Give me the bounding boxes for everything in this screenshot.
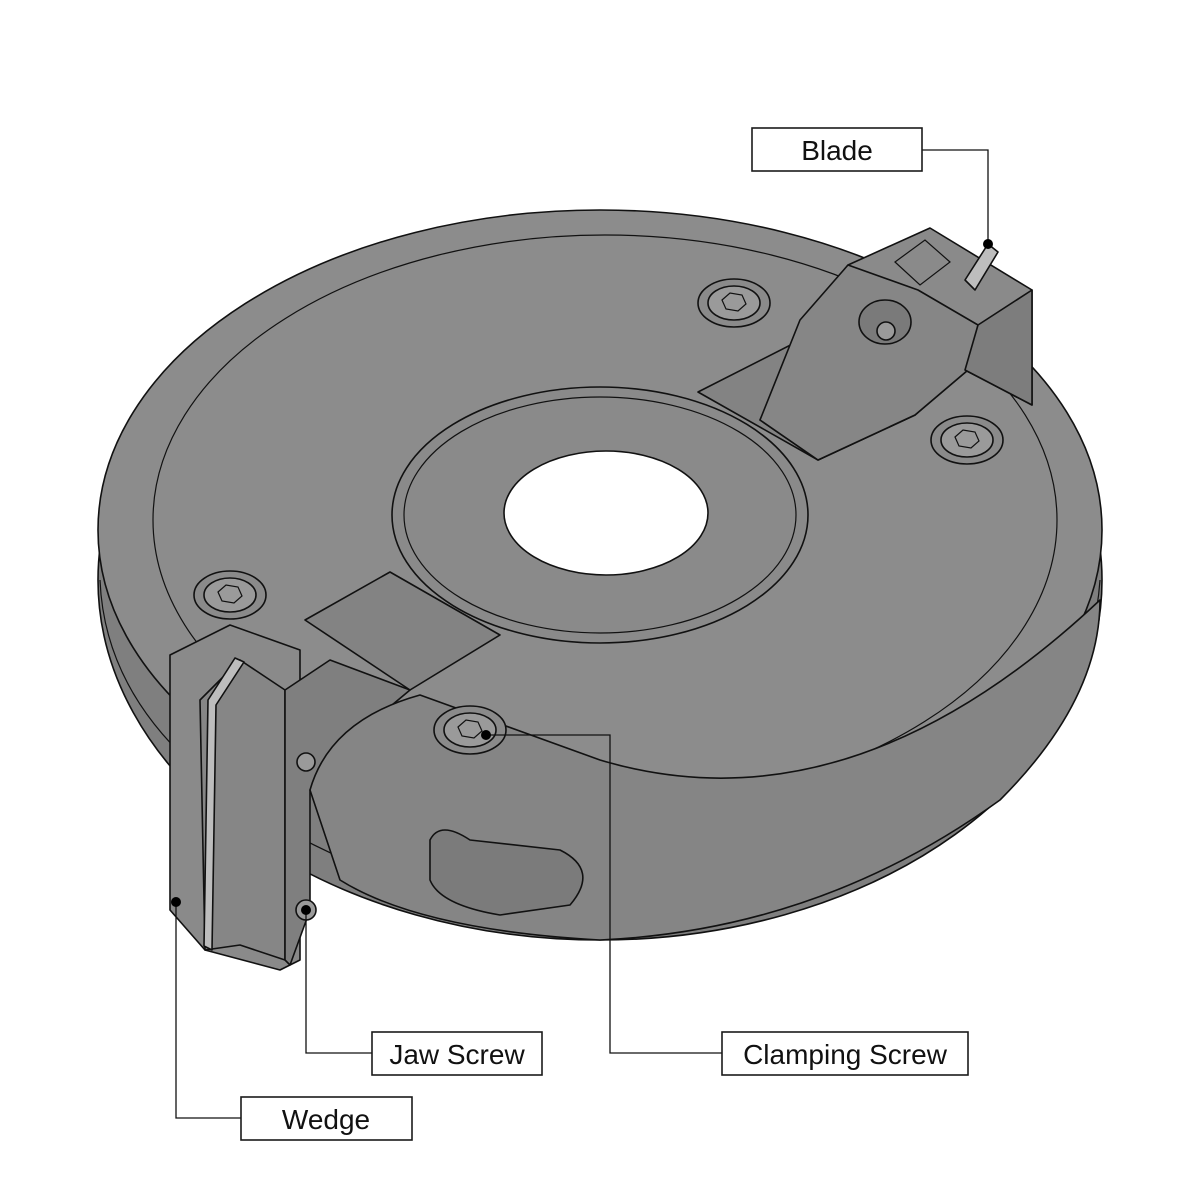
upper-knife-assembly xyxy=(697,227,1033,461)
leader-dot-clamping-screw xyxy=(481,730,491,740)
socket-screw-right xyxy=(930,415,1004,465)
callout-label-clamping-screw: Clamping Screw xyxy=(743,1039,948,1070)
leader-dot-wedge xyxy=(171,897,181,907)
center-bore xyxy=(503,450,709,576)
lower-pocket-cut xyxy=(304,571,501,691)
upper-jaw-front xyxy=(759,264,979,461)
socket-screw-front xyxy=(433,705,507,755)
callout-label-jaw-screw: Jaw Screw xyxy=(389,1039,525,1070)
callout-blade: Blade xyxy=(751,127,923,172)
hub-collar-inner xyxy=(403,396,797,634)
socket-screw-left xyxy=(193,570,267,620)
callout-label-blade: Blade xyxy=(801,135,873,166)
lower-knife-assembly xyxy=(169,571,1101,971)
callout-jaw-screw: Jaw Screw xyxy=(371,1031,543,1076)
leader-clamping-screw xyxy=(486,734,722,1054)
callout-clamping-screw: Clamping Screw xyxy=(721,1031,969,1076)
clamping-screws xyxy=(193,278,1004,755)
upper-jaw-screw xyxy=(876,321,896,341)
lower-blade xyxy=(203,657,245,951)
side-clamp-slot xyxy=(429,829,584,916)
blade-edge xyxy=(964,243,999,291)
upper-jaw-side xyxy=(964,289,1033,406)
upper-jaw-slot xyxy=(894,239,951,286)
lower-jaw-screw-top xyxy=(296,752,316,772)
leader-lines xyxy=(171,149,993,1119)
leader-wedge xyxy=(175,902,241,1119)
leader-dot-jaw-screw xyxy=(301,905,311,915)
leader-jaw-screw xyxy=(305,910,372,1054)
callout-wedge: Wedge xyxy=(240,1096,413,1141)
socket-screw-top xyxy=(697,278,771,328)
callout-label-wedge: Wedge xyxy=(282,1104,370,1135)
leader-blade xyxy=(922,149,989,244)
leader-dot-blade xyxy=(983,239,993,249)
